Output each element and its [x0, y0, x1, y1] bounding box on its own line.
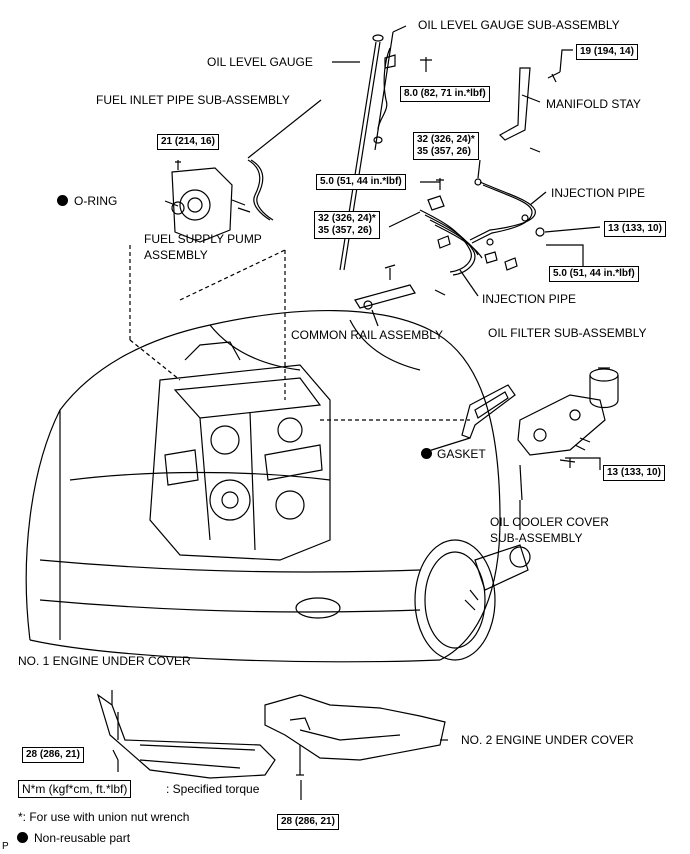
- non-reusable-marker-gasket: [421, 448, 432, 459]
- label-manifold-stay: MANIFOLD STAY: [546, 97, 641, 111]
- torque-injection-pipe-lower-line1: 32 (326, 24)*: [318, 213, 376, 224]
- label-no1-engine-under-cover: NO. 1 ENGINE UNDER COVER: [18, 654, 191, 668]
- torque-injection-pipe-upper-line1: 32 (326, 24)*: [417, 134, 475, 145]
- dashed-leader-pump: [129, 245, 181, 381]
- vehicle-front-outline: [25, 310, 501, 663]
- label-fuel-inlet-pipe-sub-assembly: FUEL INLET PIPE SUB-ASSEMBLY: [96, 93, 290, 107]
- torque-injection-pipe-lower: 32 (326, 24)* 35 (357, 26): [314, 211, 380, 239]
- fuel-inlet-pipe-drawing: [247, 159, 271, 221]
- label-oil-level-gauge: OIL LEVEL GAUGE: [207, 55, 313, 69]
- label-fuel-supply-pump: FUEL SUPPLY PUMP: [144, 232, 262, 246]
- oil-filter-drawing: [589, 367, 619, 409]
- page-marker: P: [2, 841, 9, 852]
- label-no2-engine-under-cover: NO. 2 ENGINE UNDER COVER: [461, 733, 634, 747]
- label-gasket: GASKET: [437, 447, 486, 461]
- label-oil-filter-sub-assembly: OIL FILTER SUB-ASSEMBLY: [488, 326, 647, 340]
- non-reusable-marker-o-ring: [57, 195, 68, 206]
- torque-manifold-stay-bolt: 19 (194, 14): [576, 44, 638, 60]
- torque-injection-pipe-lower-line2: 35 (357, 26): [318, 225, 372, 236]
- legend-torque-unit-description: : Specified torque: [166, 782, 260, 796]
- legend-non-reusable-marker: [17, 832, 28, 843]
- no1-engine-under-cover-drawing: [96, 690, 276, 779]
- label-common-rail-assembly: COMMON RAIL ASSEMBLY: [291, 328, 444, 342]
- torque-no1-under-cover-bolt: 28 (286, 21): [22, 747, 84, 763]
- torque-clamp-bolt-lower: 5.0 (51, 44 in.*lbf): [549, 266, 639, 282]
- label-o-ring: O-RING: [74, 194, 118, 208]
- injection-pipe-lower-drawing: [419, 178, 518, 276]
- torque-fuel-supply-pump-bolt: 21 (214, 16): [157, 134, 219, 150]
- torque-injection-pipe-upper: 32 (326, 24)* 35 (357, 26): [413, 132, 479, 160]
- legend-torque-unit-box: N*m (kgf*cm, ft.*lbf): [18, 780, 132, 798]
- torque-injection-pipe-upper-line2: 35 (357, 26): [417, 146, 471, 157]
- manifold-stay-drawing: [499, 67, 561, 153]
- legend-union-nut-note: *: For use with union nut wrench: [18, 810, 190, 824]
- legend-non-reusable-part: Non-reusable part: [34, 831, 131, 845]
- label-injection-pipe-lower: INJECTION PIPE: [482, 292, 577, 306]
- common-rail-drawing: [354, 264, 446, 310]
- injection-pipe-upper-drawing: [469, 178, 545, 246]
- label-oil-cooler-cover: OIL COOLER COVER: [490, 515, 609, 529]
- oil-cooler-cover-drawing: [461, 384, 606, 501]
- torque-injection-pipe-clamp: 13 (133, 10): [604, 221, 666, 237]
- label-injection-pipe-upper: INJECTION PIPE: [551, 186, 646, 200]
- no2-engine-under-cover-drawing: [264, 694, 446, 776]
- torque-oil-cooler-cover-bolt: 13 (133, 10): [603, 465, 665, 481]
- starter-drawing: [464, 544, 531, 611]
- engine-block: [149, 341, 331, 561]
- label-fuel-supply-pump-assembly: ASSEMBLY: [144, 248, 208, 262]
- torque-clamp-bolt-upper: 5.0 (51, 44 in.*lbf): [316, 174, 406, 190]
- label-oil-cooler-cover-sub-assembly: SUB-ASSEMBLY: [490, 531, 583, 545]
- label-oil-level-gauge-sub-assembly: OIL LEVEL GAUGE SUB-ASSEMBLY: [418, 18, 620, 32]
- torque-oil-level-gauge-bolt: 8.0 (82, 71 in.*lbf): [400, 86, 490, 102]
- fuel-supply-pump-drawing: [171, 160, 251, 243]
- torque-no2-under-cover-bolt: 28 (286, 21): [277, 814, 339, 830]
